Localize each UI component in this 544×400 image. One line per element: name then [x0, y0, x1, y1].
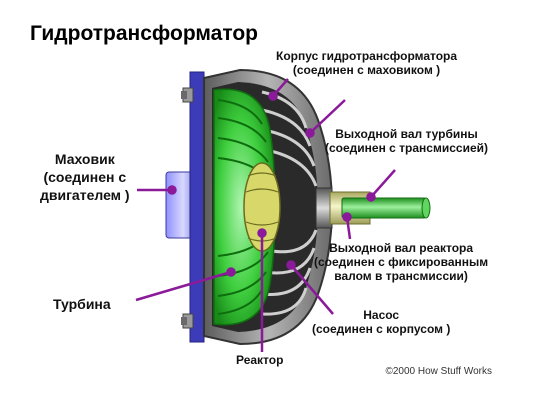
- pump-label-line1: Насос: [363, 308, 400, 322]
- pump-label: Насос (соединен с корпусом ): [312, 308, 451, 337]
- reactor-shaft-label: Выходной вал реактора (соединен с фиксир…: [314, 241, 489, 283]
- copyright-text: ©2000 How Stuff Works: [385, 366, 493, 377]
- pointer-lines: [135, 78, 396, 352]
- housing-label-line2: (соединен с маховиком ): [292, 62, 441, 77]
- housing-label: Корпус гидротрансформатора (соединен с м…: [276, 49, 458, 78]
- flywheel-label-line3: двигателем ): [40, 187, 130, 204]
- turbine-shaft-end: [421, 197, 431, 219]
- flywheel-label: Маховик (соединен с двигателем ): [40, 150, 130, 205]
- flywheel-bolts: [181, 87, 194, 329]
- turbine-shaft: [341, 197, 427, 219]
- flywheel-label-line1: Маховик: [54, 151, 115, 167]
- reactor-shaft-label-line1: Выходной вал реактора: [329, 241, 474, 255]
- turbine-label: Турбина: [53, 296, 111, 312]
- turbine-shaft-label-line1: Выходной вал турбины: [335, 127, 478, 141]
- flywheel-label-line2: (соединен с: [43, 169, 127, 186]
- housing-label-line1: Корпус гидротрансформатора: [276, 49, 458, 63]
- turbine-shaft-label-line2: (соединен с трансмиссией): [325, 140, 489, 155]
- page-title: Гидротрансформатор: [30, 22, 258, 45]
- pump-label-line2: (соединен с корпусом ): [312, 321, 451, 336]
- reactor-shaft-label-line3: валом в трансмиссии): [334, 268, 468, 283]
- reactor-shaft-label-line2: (соединен с фиксированным: [314, 254, 489, 269]
- turbine-shaft-label: Выходной вал турбины (соединен с трансми…: [325, 127, 489, 156]
- flywheel-plate: [189, 71, 205, 343]
- reactor-label: Реактор: [236, 353, 284, 367]
